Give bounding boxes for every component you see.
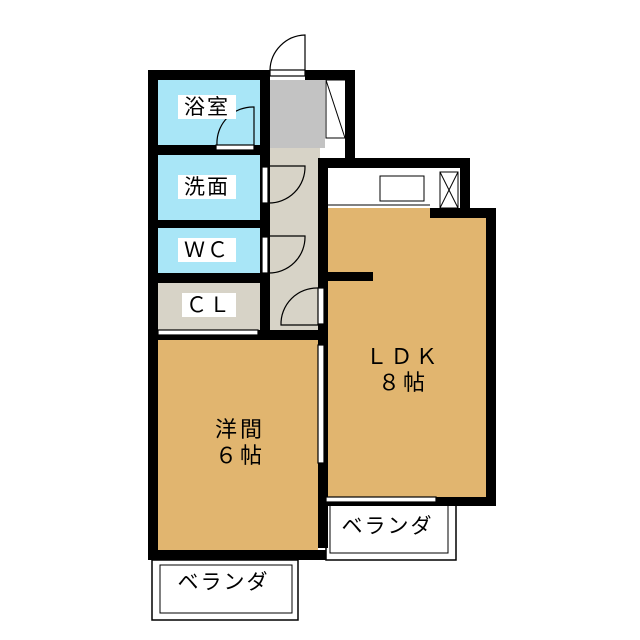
balcony-right-label: ベランダ: [341, 514, 434, 538]
room-label-wc: ＷＣ: [178, 238, 236, 262]
corridor-floor: [270, 148, 320, 330]
western-room-floor: [158, 340, 318, 555]
balcony-left-area: [151, 559, 299, 621]
room-label-washroom: 洗面: [178, 175, 236, 199]
entrance-floor: [270, 80, 325, 148]
ldk-name: ＬＤＫ: [365, 345, 441, 370]
balcony-right-area: [325, 502, 457, 561]
sink-icon: [379, 175, 425, 202]
balcony-left-label: ベランダ: [177, 570, 270, 594]
room-label-closet: ＣＬ: [182, 293, 236, 317]
room-label-ldk: ＬＤＫ ８帖: [348, 345, 458, 397]
room-label-bath: 浴室: [178, 95, 236, 119]
doors: [157, 34, 437, 503]
ldk-floor: [326, 208, 486, 498]
room-label-western: 洋間 ６帖: [195, 418, 285, 470]
western-room-size: ６帖: [214, 444, 265, 469]
western-room-name: 洋間: [214, 418, 265, 443]
ldk-size: ８帖: [377, 371, 428, 396]
